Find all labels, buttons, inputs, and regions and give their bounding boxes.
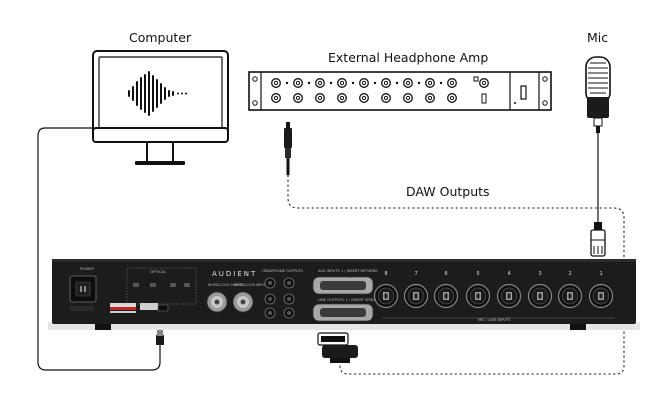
amp-jack: [293, 93, 303, 103]
amp-jack: [447, 78, 457, 88]
mic-label: Mic: [587, 30, 609, 45]
amp-jack: [337, 93, 347, 103]
amp-jack: [381, 93, 391, 103]
computer: [92, 50, 229, 165]
daw-outputs-label: DAW Outputs: [406, 184, 490, 199]
combo-input-7: 7: [403, 271, 429, 309]
headphone-jack: [264, 277, 276, 289]
input-number: 5: [477, 271, 480, 277]
amp-knob-marker: [307, 81, 311, 85]
input-number: 1: [600, 271, 603, 277]
daw-output-cable: [287, 175, 625, 375]
headphone-jack: [283, 293, 295, 305]
amp-knob-marker: [417, 81, 421, 85]
input-number: 7: [415, 271, 418, 277]
optical-label: OPTICAL: [150, 269, 167, 274]
combo-input-8: 8: [373, 271, 399, 309]
wordclock-output-bnc: [206, 291, 228, 313]
combo-input-4: 4: [496, 271, 522, 309]
amp-jack: [271, 78, 281, 88]
power-label: POWER: [80, 266, 94, 271]
headphone-amp: [248, 71, 552, 111]
input-number: 6: [445, 271, 448, 277]
amp-jack: [337, 78, 347, 88]
input-number: 4: [508, 271, 511, 277]
amp-knob-marker: [439, 81, 443, 85]
usb-connector: [156, 335, 164, 345]
amp-jack: [359, 78, 369, 88]
amp-jack: [403, 78, 413, 88]
headphone-jack: [264, 293, 276, 305]
amp-switch: [481, 93, 487, 104]
audio-interface: POWER OPTICAL AUDIENT WORDCLOCK OUTPUT W…: [48, 259, 640, 330]
brand-logo: AUDIENT: [212, 270, 257, 278]
amp-jack: [447, 93, 457, 103]
input-number: 2: [569, 271, 572, 277]
aux-inputs-label: AUX INPUTS 1 / INSERT RETURNS: [318, 269, 378, 273]
amp-knob-marker: [351, 81, 355, 85]
amp-jack: [359, 93, 369, 103]
combo-input-1: 1: [588, 271, 614, 309]
amp-knob-marker: [285, 81, 289, 85]
amp-knob-marker: [373, 81, 377, 85]
amp-jack: [315, 93, 325, 103]
headphone-amp-label: External Headphone Amp: [328, 50, 489, 65]
combo-input-5: 5: [465, 271, 491, 309]
usb-cable: [37, 127, 161, 371]
amp-jack: [403, 93, 413, 103]
amp-jack: [293, 78, 303, 88]
amp-power-switch: [520, 85, 527, 100]
computer-label: Computer: [129, 30, 192, 45]
amp-jack: [425, 78, 435, 88]
headphone-jack: [283, 277, 295, 289]
mic-line-inputs-label: MIC / LINE INPUTS: [478, 318, 511, 322]
wordclock-out-label: WORDCLOCK OUTPUT: [208, 283, 243, 287]
line-outputs-label: LINE OUTPUTS 1 / INSERT SENDS: [318, 298, 378, 302]
microphone: [585, 56, 611, 133]
wordclock-input-bnc: [232, 291, 254, 313]
amp-jack: [271, 93, 281, 103]
headphone-jack: [264, 307, 276, 319]
combo-input-6: 6: [433, 271, 459, 309]
xlr-plug: [590, 222, 606, 257]
waveform-icon: [128, 71, 187, 116]
db25-plug: [317, 332, 358, 363]
amp-jack: [315, 78, 325, 88]
combo-input-2: 2: [557, 271, 583, 309]
amp-knob-marker: [329, 81, 333, 85]
jack-plug: [284, 122, 292, 175]
wordclock-in-label: WORDCLOCK INPUT: [234, 283, 266, 287]
input-number: 3: [539, 271, 542, 277]
amp-jack: [381, 78, 391, 88]
combo-input-3: 3: [527, 271, 553, 309]
amp-indicator: [473, 76, 489, 88]
input-number: 8: [385, 271, 388, 277]
amp-knob-marker: [395, 81, 399, 85]
headphone-outputs-label: HEADPHONE OUTPUTS: [262, 269, 304, 273]
headphone-jack: [283, 307, 295, 319]
amp-jack: [425, 93, 435, 103]
